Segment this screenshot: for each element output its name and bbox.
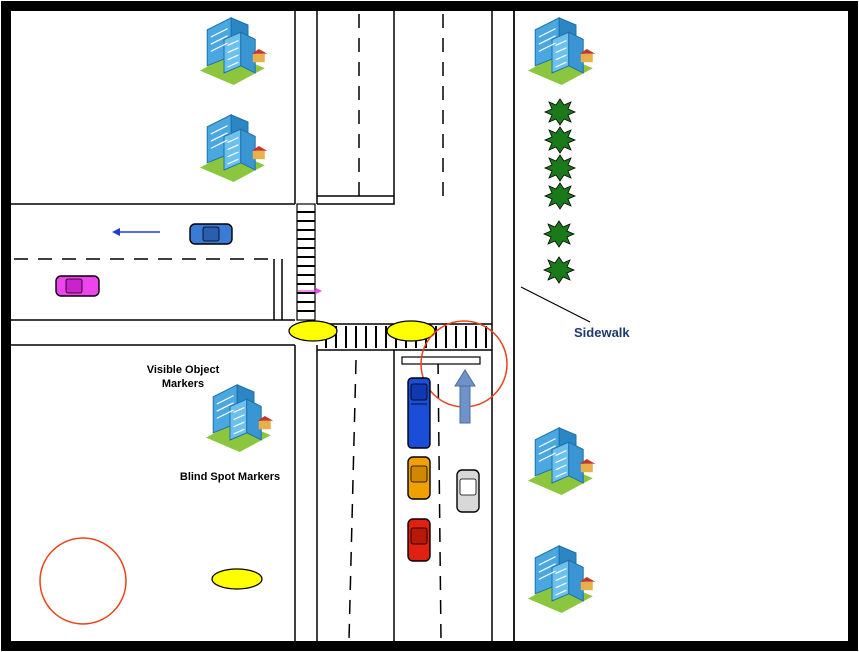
arrow-left-icon <box>112 228 160 236</box>
car-pink-icon <box>55 275 100 297</box>
crosswalk-vertical <box>296 203 316 321</box>
small-arrow-icon <box>298 288 322 294</box>
car-red-icon <box>407 518 431 562</box>
bus-icon <box>407 377 431 449</box>
tree-icon <box>543 220 575 248</box>
tree-icon <box>544 98 576 126</box>
visible-marker <box>386 320 436 342</box>
tree-icon <box>544 182 576 210</box>
visible-marker <box>288 320 338 342</box>
lane-dashes <box>14 14 444 641</box>
visible-marker-legend <box>211 568 263 590</box>
sidewalk-pointer <box>520 286 591 323</box>
visible-object-markers-line2: Markers <box>161 378 205 390</box>
sidewalk-label: Sidewalk <box>574 325 630 340</box>
car-blue-icon <box>189 223 233 245</box>
car-gray-icon <box>456 469 480 513</box>
stop-bar <box>401 356 481 365</box>
tree-icon <box>544 126 576 154</box>
tree-icon <box>544 154 576 182</box>
tree-icon <box>543 256 575 284</box>
blind-spot-legend-circle <box>39 537 127 625</box>
car-orange-icon <box>407 456 431 500</box>
blind-spot-markers-label: Blind Spot Markers <box>179 471 281 483</box>
arrow-up-icon <box>454 369 476 424</box>
visible-object-markers-label: Visible Object Markers <box>108 363 258 391</box>
visible-object-markers-line1: Visible Object <box>146 364 220 376</box>
road-lines <box>11 11 515 646</box>
